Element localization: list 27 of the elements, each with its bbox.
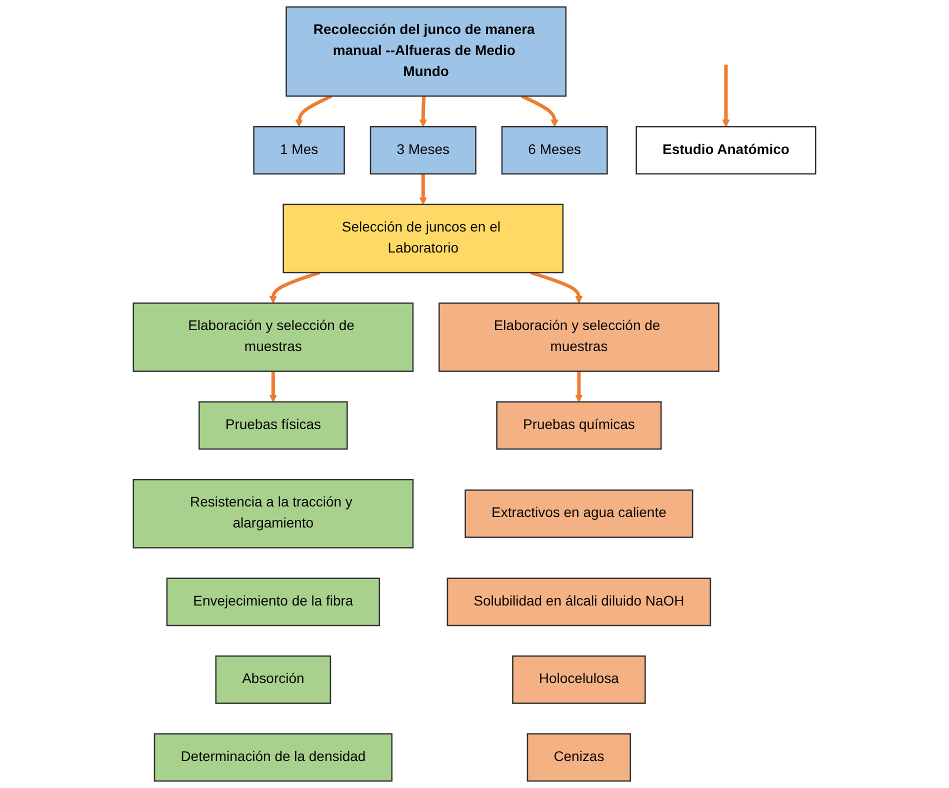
node-box: Recolección del junco de manera manual --Alfueras de Medio Mundo (286, 6, 566, 97)
node-box: 6 Meses (501, 126, 608, 174)
node-box: Estudio Anatómico (636, 126, 816, 174)
node-box: Pruebas químicas (496, 401, 662, 450)
node-box: Pruebas físicas (198, 401, 348, 450)
arrow (419, 96, 427, 128)
arrow (521, 94, 558, 128)
arrow (419, 174, 427, 205)
arrow (269, 371, 278, 402)
node-box: Determinación de la densidad (154, 733, 392, 782)
node-box: Cenizas (526, 733, 632, 782)
arrow (575, 371, 583, 402)
node-box: Resistencia a la tracción y alargamiento (132, 478, 414, 548)
arrow (530, 270, 583, 304)
arrow (722, 64, 730, 128)
node-box: Elaboración y selección de muestras (438, 302, 720, 372)
node-box: Extractivos en agua caliente (464, 489, 694, 538)
node-box: Solubilidad en álcali diluido NaOH (446, 578, 712, 626)
node-box: Holocelulosa (512, 655, 646, 704)
node-box: 1 Mes (253, 126, 345, 174)
node-box: Envejecimiento de la fibra (166, 578, 380, 626)
arrow (269, 270, 320, 304)
node-box: Absorción (215, 655, 332, 704)
node-box: 3 Meses (370, 126, 476, 174)
node-box: Selección de juncos en el Laboratorio (282, 204, 564, 274)
node-box: Elaboración y selección de muestras (132, 302, 414, 372)
arrow (295, 94, 332, 128)
